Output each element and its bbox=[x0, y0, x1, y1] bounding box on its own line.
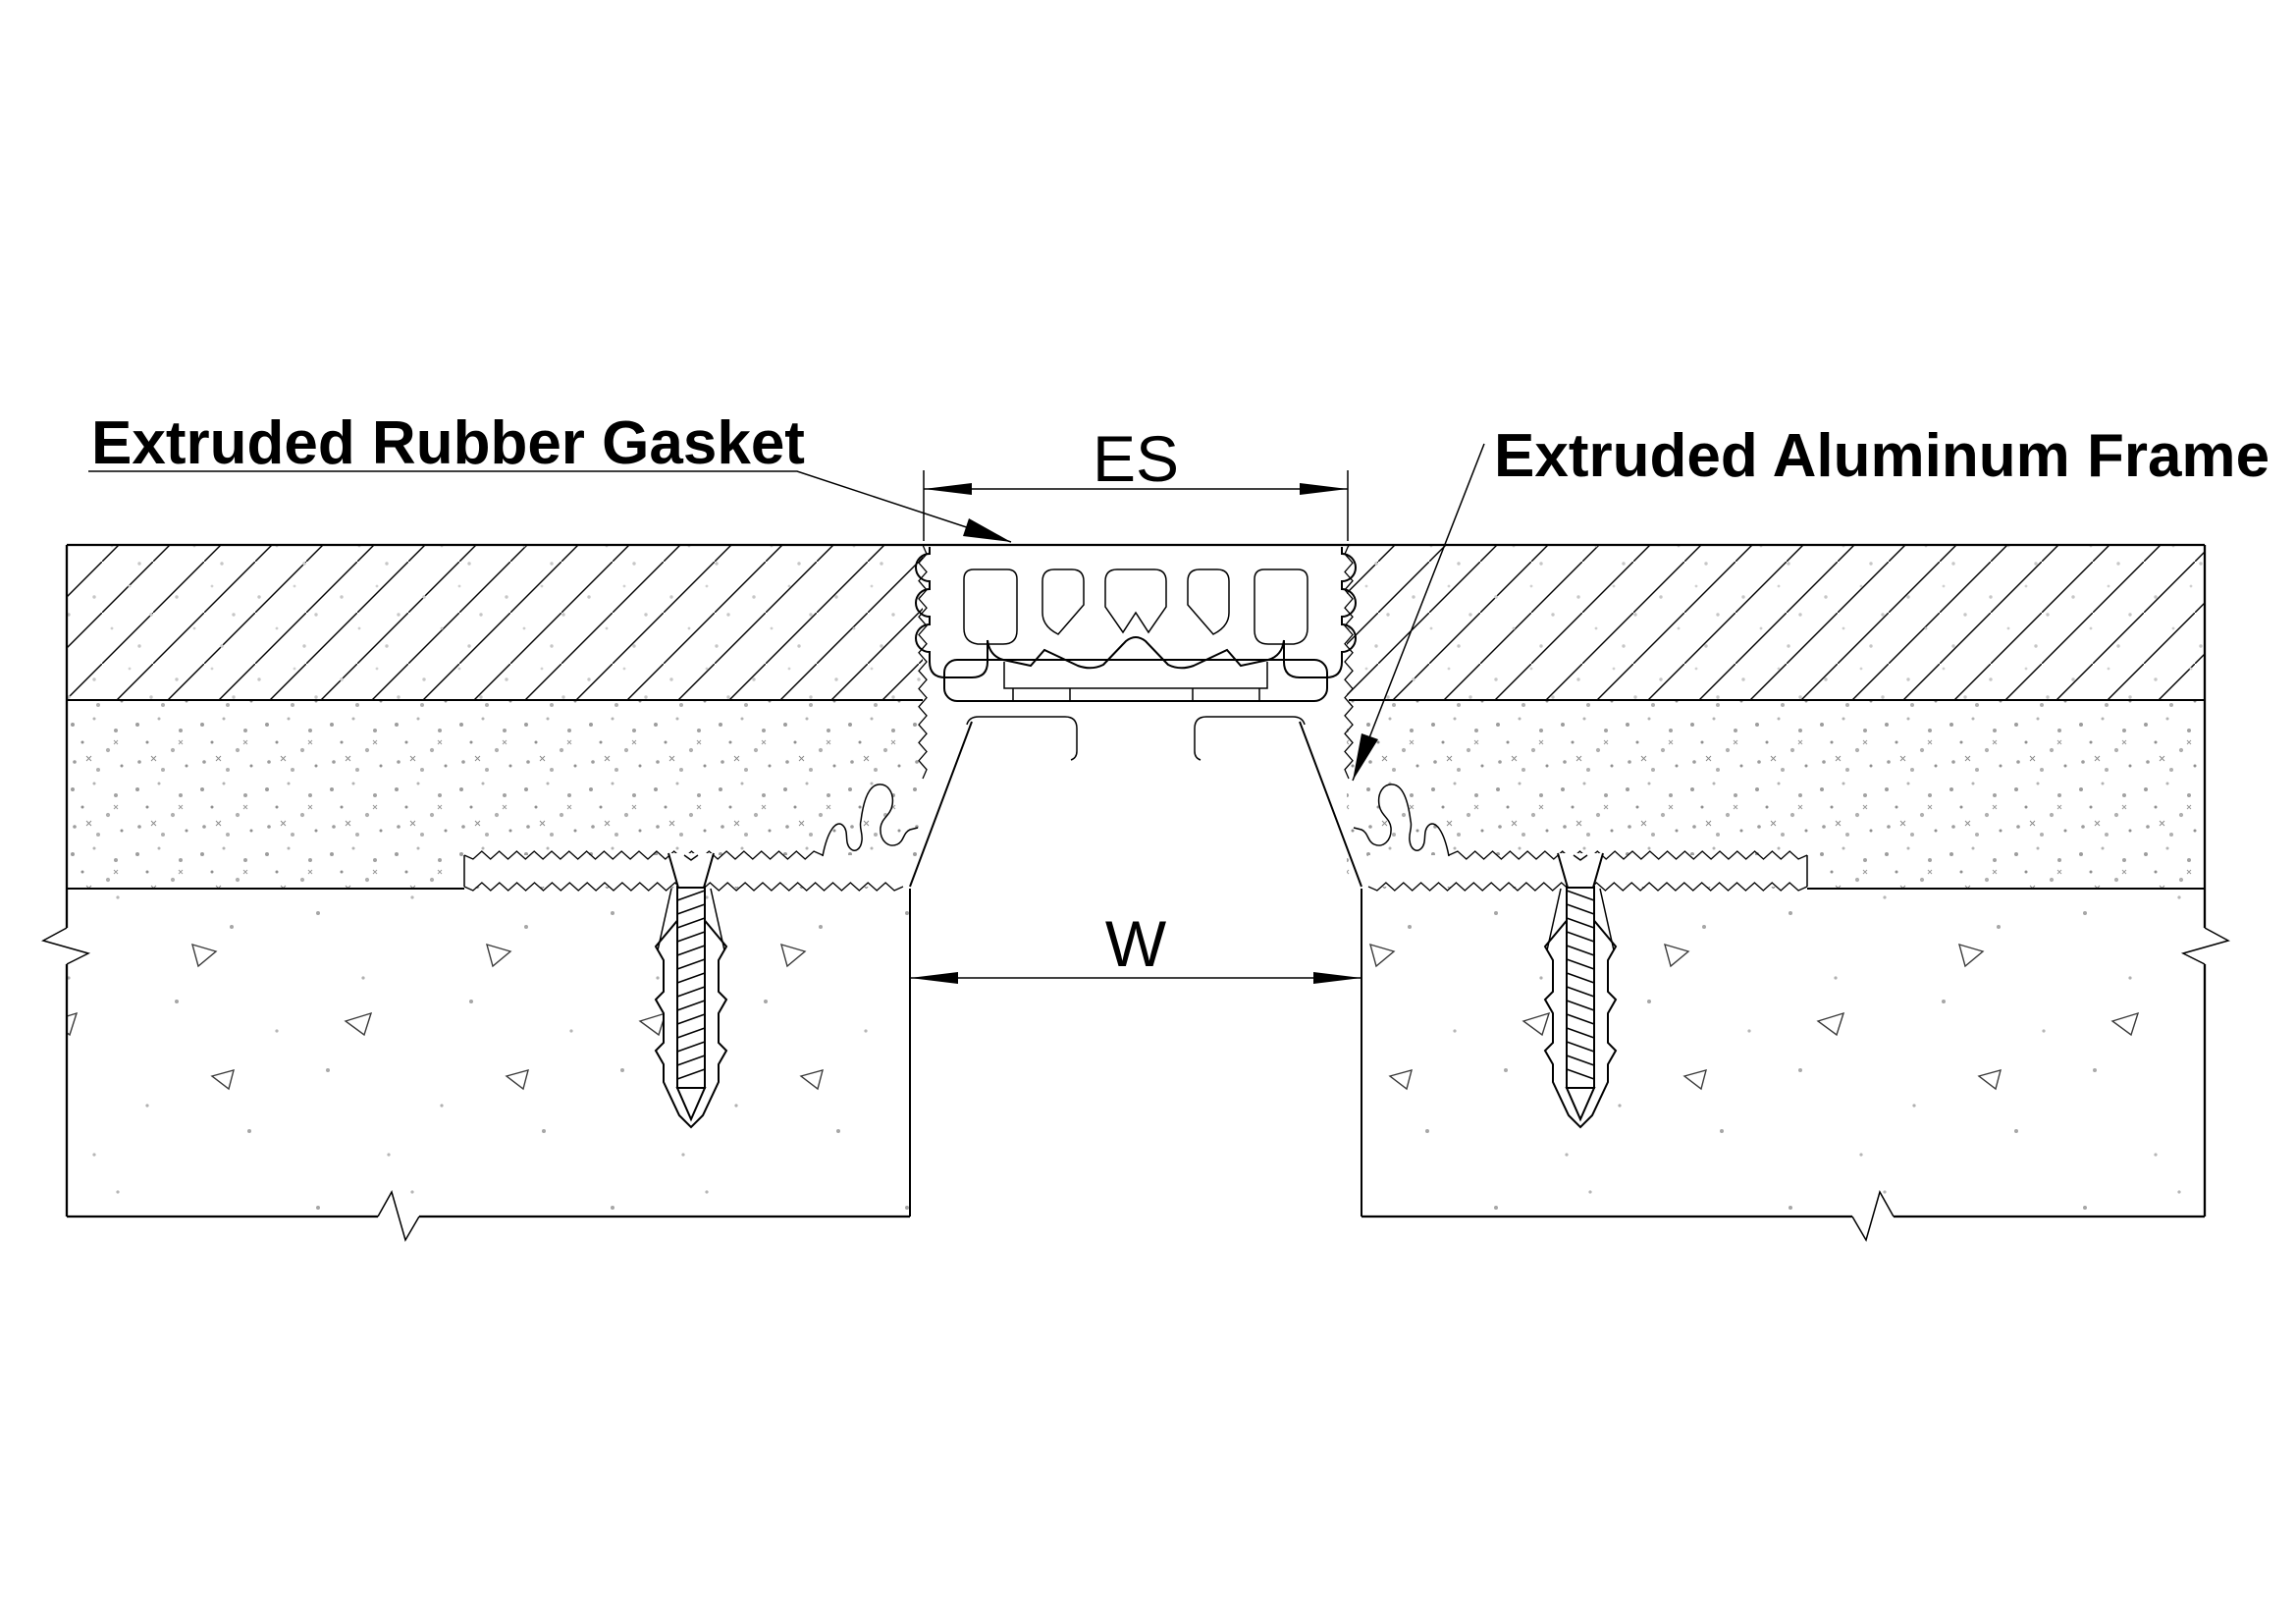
es-arrow-right bbox=[1300, 483, 1348, 495]
frame-support-strip bbox=[966, 716, 1078, 761]
frame-curl-clip bbox=[822, 784, 919, 857]
serrated-mortar-edge bbox=[918, 544, 928, 780]
frame-flange-top-serration bbox=[463, 850, 824, 860]
edge-break-symbol bbox=[41, 927, 91, 965]
gasket-cell-center bbox=[1104, 568, 1167, 634]
gasket-bottom-edge bbox=[987, 636, 1285, 670]
w-arrow-left bbox=[910, 972, 958, 984]
frame-plate bbox=[943, 659, 1328, 702]
slab-and-frame-side bbox=[41, 544, 1078, 1242]
gasket-cell-outer-left bbox=[963, 568, 1018, 645]
gasket-cell-outer-right bbox=[1254, 568, 1308, 645]
gasket-right-wall-fingers bbox=[1283, 547, 1357, 678]
anchor-flare bbox=[657, 888, 725, 951]
frame-leader-line bbox=[1352, 443, 1485, 782]
frame-leader-arrow bbox=[1353, 733, 1378, 781]
gasket-cell-right bbox=[1187, 568, 1230, 635]
countersunk-head bbox=[667, 852, 715, 889]
tile-layer-left-speck bbox=[67, 545, 923, 700]
dimension-w: W bbox=[910, 907, 1362, 984]
gasket-leader-arrow bbox=[963, 518, 1011, 542]
dimension-es: ES bbox=[923, 422, 1349, 541]
screw-drive-mark bbox=[683, 854, 699, 861]
screw-threads bbox=[676, 890, 706, 1080]
concrete-slab-left bbox=[67, 889, 910, 1217]
aluminum-frame-center-plate bbox=[943, 659, 1328, 702]
frame-leg bbox=[909, 721, 973, 888]
frame-label: Extruded Aluminum Frame bbox=[1494, 422, 2269, 490]
frame-plate-inner bbox=[1003, 662, 1268, 689]
es-dimension-text: ES bbox=[1093, 422, 1179, 495]
gasket-cell-left bbox=[1041, 568, 1085, 635]
screw-tip bbox=[675, 1087, 707, 1122]
concrete-anchor bbox=[654, 852, 728, 1129]
w-dimension-text: W bbox=[1105, 907, 1167, 980]
bottom-break-symbol bbox=[377, 1190, 420, 1242]
material-fills bbox=[67, 545, 2205, 1217]
es-extension-lines bbox=[923, 470, 1349, 541]
gasket-label: Extruded Rubber Gasket bbox=[91, 409, 805, 477]
rubber-gasket-profile bbox=[915, 547, 1357, 678]
gasket-left-wall-fingers bbox=[915, 547, 988, 678]
w-arrow-right bbox=[1313, 972, 1362, 984]
concrete-slab-right bbox=[1362, 889, 2205, 1217]
callout-aluminum-frame: Extruded Aluminum Frame bbox=[1352, 422, 2269, 782]
frame-plate-splines bbox=[1012, 688, 1260, 700]
gasket-leader-line bbox=[88, 470, 1012, 543]
tile-layer-right-speck bbox=[1347, 545, 2205, 700]
callout-rubber-gasket: Extruded Rubber Gasket bbox=[88, 409, 1012, 543]
es-arrow-left bbox=[924, 483, 972, 495]
